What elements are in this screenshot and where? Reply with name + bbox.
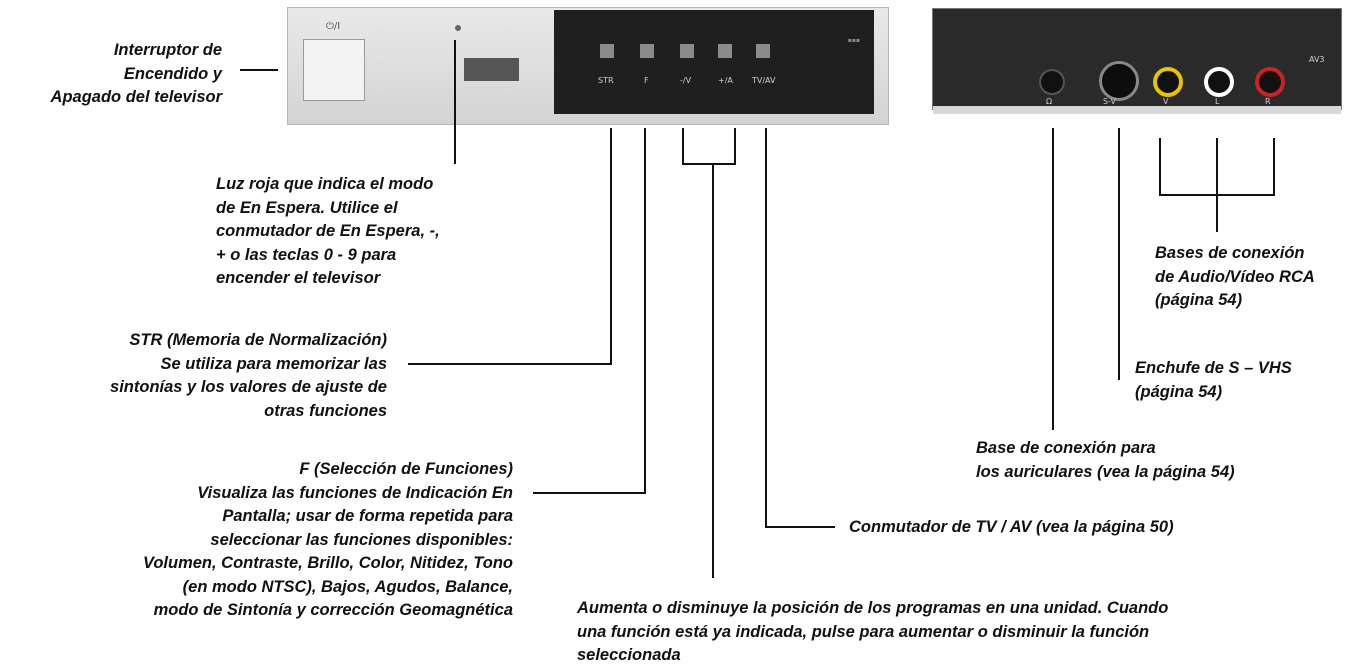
power-switch-callout: Interruptor de Encendido y Apagado del t… <box>51 39 222 110</box>
program-callout: Aumenta o disminuye la posición de los p… <box>577 597 1168 668</box>
str-callout: STR (Memoria de Normalización) Se utiliz… <box>110 329 387 423</box>
tvav-line <box>766 128 835 527</box>
program-bracket <box>683 128 735 164</box>
tvav-callout: Conmutador de TV / AV (vea la página 50) <box>849 516 1174 540</box>
standby-light-callout: Luz roja que indica el modo de En Espera… <box>216 173 440 291</box>
f-line <box>533 128 645 493</box>
headphones-callout: Base de conexión para los auriculares (v… <box>976 437 1235 484</box>
svhs-callout: Enchufe de S – VHS (página 54) <box>1135 357 1292 404</box>
av-rca-callout: Bases de conexión de Audio/Vídeo RCA (pá… <box>1155 242 1315 313</box>
f-callout: F (Selección de Funciones) Visualiza las… <box>143 458 513 623</box>
